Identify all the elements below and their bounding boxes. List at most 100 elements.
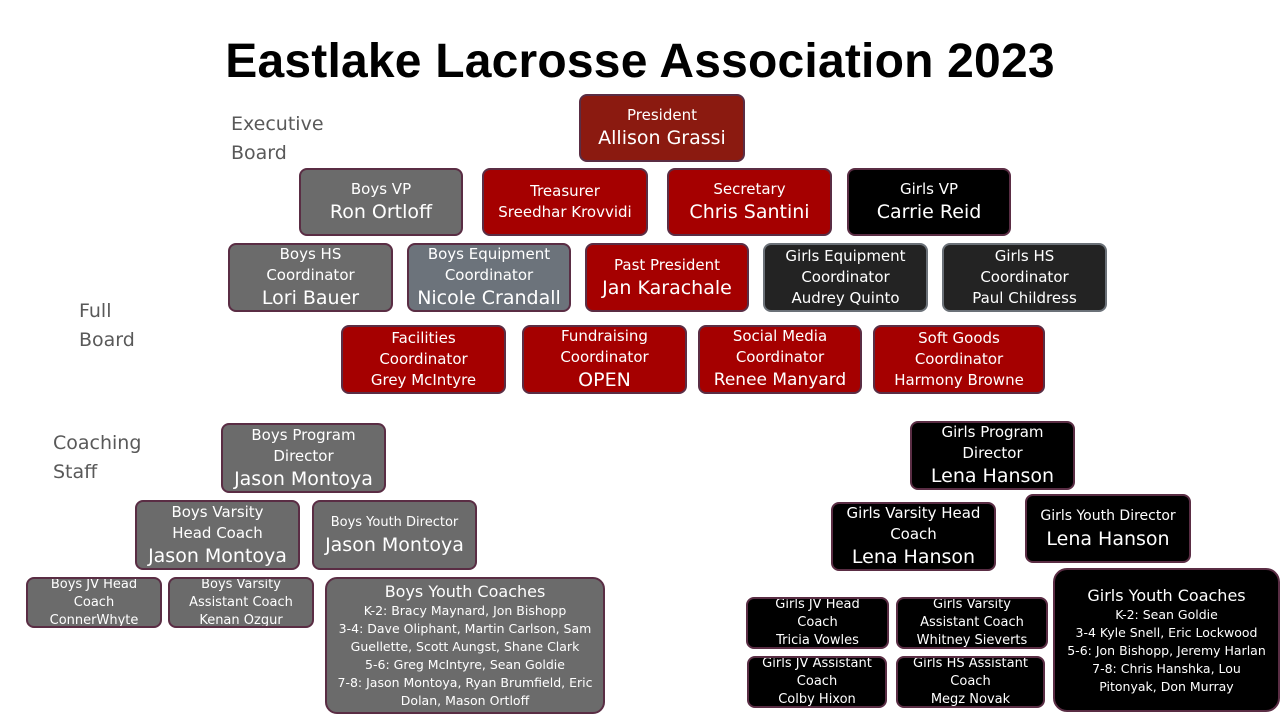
role-label: Coordinator: [980, 268, 1069, 286]
role-label: Girls Youth Coaches: [1087, 585, 1246, 605]
role-label: Coach: [796, 674, 838, 689]
coach-list-line: 3-4: Dave Oliphant, Martin Carlson, Sam: [338, 621, 592, 636]
coach-list-line: K-2: Bracy Maynard, Jon Bishopp: [363, 603, 567, 618]
girls-vp-box: Girls VP Carrie Reid: [847, 168, 1011, 236]
role-label: Girls Varsity: [933, 597, 1011, 612]
role-label: Boys JV Head: [50, 577, 138, 592]
role-label: Facilities: [391, 329, 456, 347]
person-name: ConnerWhyte: [49, 612, 139, 628]
boys-varsity-assistant-coach-box: Boys Varsity Assistant Coach Kenan Ozgur: [168, 577, 314, 628]
role-label: Treasurer: [530, 182, 600, 200]
person-name: Jason Montoya: [325, 534, 464, 556]
executive-board-label: Executive Board: [231, 113, 324, 164]
role-label: Boys Varsity: [171, 502, 264, 521]
treasurer-box: Treasurer Sreedhar Krovvidi: [482, 168, 648, 236]
person-name: Whitney Sieverts: [916, 633, 1028, 648]
person-name: OPEN: [578, 369, 631, 391]
boys-program-director-box: Boys Program Director Jason Montoya: [221, 423, 386, 493]
person-name: Jason Montoya: [234, 467, 373, 490]
role-label: Social Media: [732, 327, 828, 345]
role-label: Coach: [950, 674, 991, 689]
boys-youth-director-box: Boys Youth Director Jason Montoya: [312, 500, 477, 570]
girls-program-director-box: Girls Program Director Lena Hanson: [910, 421, 1075, 490]
coach-list-line: 5-6: Greg McIntyre, Sean Goldie: [365, 657, 565, 672]
role-label: Coordinator: [379, 350, 468, 368]
role-label: Coordinator: [801, 268, 890, 286]
person-name: Carrie Reid: [876, 201, 982, 223]
girls-varsity-assistant-coach-box: Girls Varsity Assistant Coach Whitney Si…: [896, 597, 1048, 649]
girls-jv-head-coach-box: Girls JV Head Coach Tricia Vowles: [746, 597, 889, 649]
person-name: Paul Childress: [972, 289, 1077, 307]
girls-equipment-coordinator-box: Girls Equipment Coordinator Audrey Quint…: [763, 243, 928, 312]
boys-jv-head-coach-box: Boys JV Head Coach ConnerWhyte: [26, 577, 162, 628]
person-name: Kenan Ozgur: [199, 612, 283, 628]
boys-youth-coaches-box: Boys Youth Coaches K-2: Bracy Maynard, J…: [325, 577, 605, 714]
role-label: Boys VP: [350, 180, 412, 198]
girls-varsity-head-coach-box: Girls Varsity Head Coach Lena Hanson: [831, 502, 996, 571]
role-label: Head Coach: [172, 523, 263, 542]
girls-youth-coaches-box: Girls Youth Coaches K-2: Sean Goldie 3-4…: [1053, 568, 1280, 712]
person-name: Lena Hanson: [930, 465, 1055, 487]
boys-vp-box: Boys VP Ron Ortloff: [299, 168, 463, 236]
coach-list-line: 7-8: Jason Montoya, Ryan Brumfield, Eric: [337, 675, 593, 690]
person-name: Tricia Vowles: [776, 633, 859, 648]
social-media-coordinator-box: Social Media Coordinator Renee Manyard: [698, 325, 862, 394]
role-label: Boys Youth Coaches: [384, 582, 546, 601]
girls-youth-director-box: Girls Youth Director Lena Hanson: [1025, 494, 1191, 563]
person-name: Lena Hanson: [1046, 527, 1170, 550]
role-label: Past President: [614, 255, 720, 274]
role-label: Coordinator: [444, 266, 534, 284]
person-name: Megz Novak: [930, 692, 1011, 707]
person-name: Jason Montoya: [148, 544, 287, 567]
role-label: Girls Youth Director: [1040, 507, 1176, 524]
role-label: Coach: [890, 525, 937, 543]
person-name: Colby Hixon: [778, 692, 856, 707]
role-label: Girls JV Assistant: [762, 656, 872, 671]
role-label: Secretary: [713, 180, 786, 198]
past-president-box: Past President Jan Karachale: [585, 243, 749, 312]
role-label: Coach: [797, 615, 838, 630]
role-label: Coach: [73, 594, 115, 610]
role-label: Director: [273, 446, 334, 465]
role-label: Girls Equipment: [785, 247, 906, 265]
role-label: Boys Equipment: [427, 245, 551, 263]
role-label: Girls HS Assistant: [913, 656, 1028, 671]
person-name: Jan Karachale: [602, 276, 732, 299]
role-label: Boys HS: [279, 245, 342, 263]
girls-jv-assistant-coach-box: Girls JV Assistant Coach Colby Hixon: [747, 656, 887, 708]
role-label: President: [627, 106, 697, 124]
boys-equipment-coordinator-box: Boys Equipment Coordinator Nicole Cranda…: [407, 243, 571, 312]
person-name: Harmony Browne: [894, 371, 1024, 389]
full-board-label: Full Board: [79, 300, 135, 351]
person-name: Chris Santini: [689, 201, 810, 223]
role-label: Fundraising: [561, 327, 648, 345]
role-label: Girls VP: [899, 180, 958, 198]
person-name: Sreedhar Krovvidi: [498, 203, 632, 221]
role-label: Assistant Coach: [189, 594, 293, 610]
president-box: President Allison Grassi: [579, 94, 745, 162]
coach-list-line: Guellette, Scott Aungst, Shane Clark: [350, 639, 580, 654]
role-label: Coordinator: [914, 350, 1004, 368]
person-name: Audrey Quinto: [791, 289, 900, 307]
role-label: Soft Goods: [918, 329, 1000, 347]
role-label: Coordinator: [735, 348, 825, 366]
role-label: Coordinator: [560, 348, 649, 366]
coach-list-line: K-2: Sean Goldie: [1115, 606, 1218, 622]
coach-list-line: Dolan, Mason Ortloff: [400, 693, 530, 708]
soft-goods-coordinator-box: Soft Goods Coordinator Harmony Browne: [873, 325, 1045, 394]
role-label: Girls JV Head: [775, 597, 860, 612]
role-label: Director: [962, 444, 1023, 462]
coach-list-line: 5-6: Jon Bishopp, Jeremy Harlan: [1067, 642, 1266, 658]
person-name: Ron Ortloff: [329, 201, 433, 223]
role-label: Boys Varsity: [201, 577, 281, 592]
person-name: Grey McIntyre: [370, 371, 477, 389]
role-label: Assistant Coach: [920, 615, 1024, 630]
boys-hs-coordinator-box: Boys HS Coordinator Lori Bauer: [228, 243, 393, 312]
person-name: Lori Bauer: [261, 287, 360, 309]
role-label: Girls Varsity Head: [846, 504, 981, 522]
coach-list-line: 3-4 Kyle Snell, Eric Lockwood: [1075, 624, 1258, 640]
person-name: Lena Hanson: [851, 546, 976, 568]
coach-list-line: 7-8: Chris Hanshka, Lou: [1092, 660, 1241, 676]
role-label: Boys Youth Director: [330, 515, 459, 530]
coaching-staff-label: Coaching Staff: [53, 432, 142, 483]
